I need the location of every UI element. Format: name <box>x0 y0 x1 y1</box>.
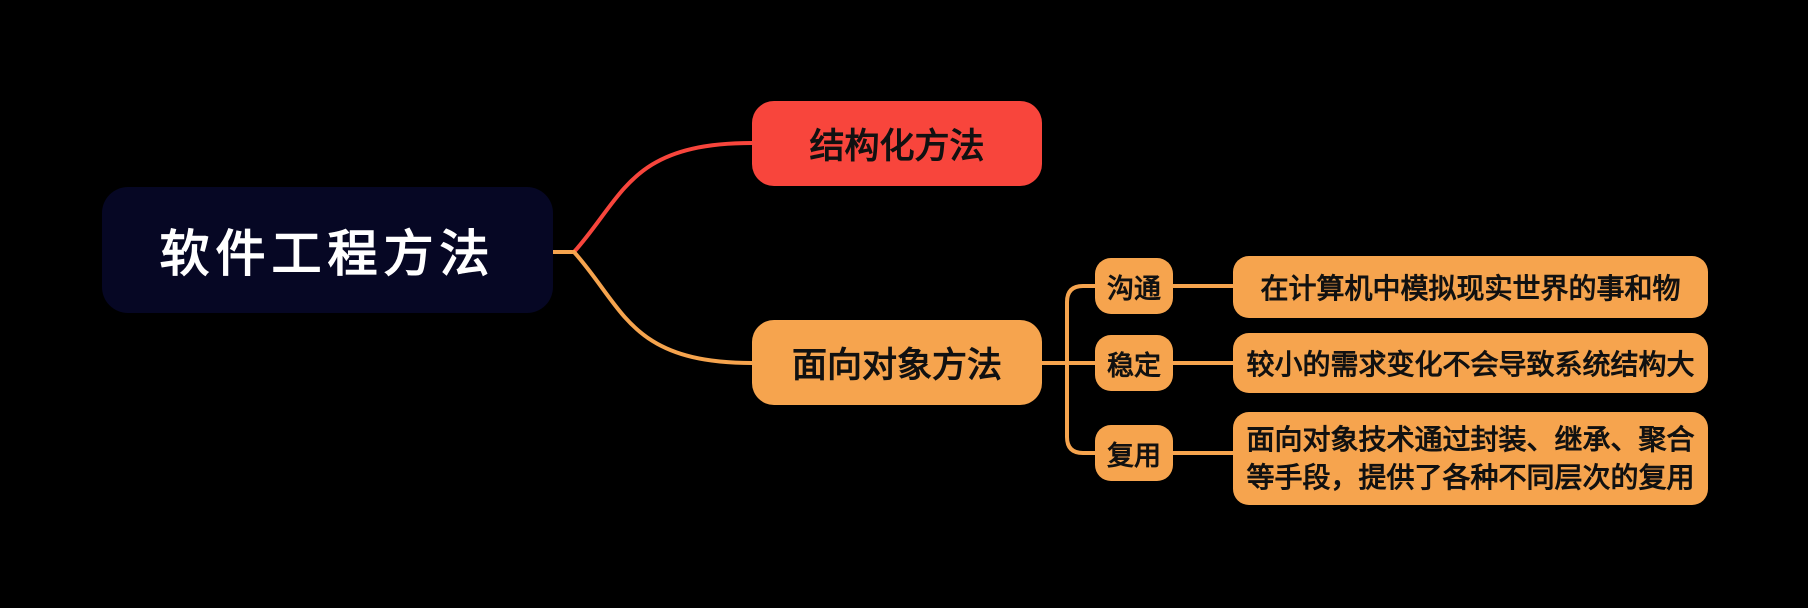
connector-root-to-structured <box>572 141 754 254</box>
branch-node-object-oriented-method[interactable]: 面向对象方法 <box>752 320 1042 405</box>
note-node-reuse-detail[interactable]: 面向对象技术通过封装、继承、聚合等手段，提供了各种不同层次的复用 <box>1233 412 1708 505</box>
subtopic-node-communication[interactable]: 沟通 <box>1095 258 1173 314</box>
note-node-communication-detail[interactable]: 在计算机中模拟现实世界的事和物 <box>1233 256 1708 318</box>
note-node-stability-detail[interactable]: 较小的需求变化不会导致系统结构大 <box>1233 333 1708 393</box>
connector-trunk-to-reuse <box>1065 361 1097 455</box>
subtopic-node-reuse[interactable]: 复用 <box>1095 425 1173 481</box>
subtopic-node-stability[interactable]: 稳定 <box>1095 335 1173 391</box>
branch-node-structured-method[interactable]: 结构化方法 <box>752 101 1042 186</box>
connector-root-to-object-oriented <box>572 250 754 365</box>
root-node-software-engineering-methods[interactable]: 软件工程方法 <box>102 187 553 313</box>
connector-trunk-to-communication <box>1065 284 1097 365</box>
